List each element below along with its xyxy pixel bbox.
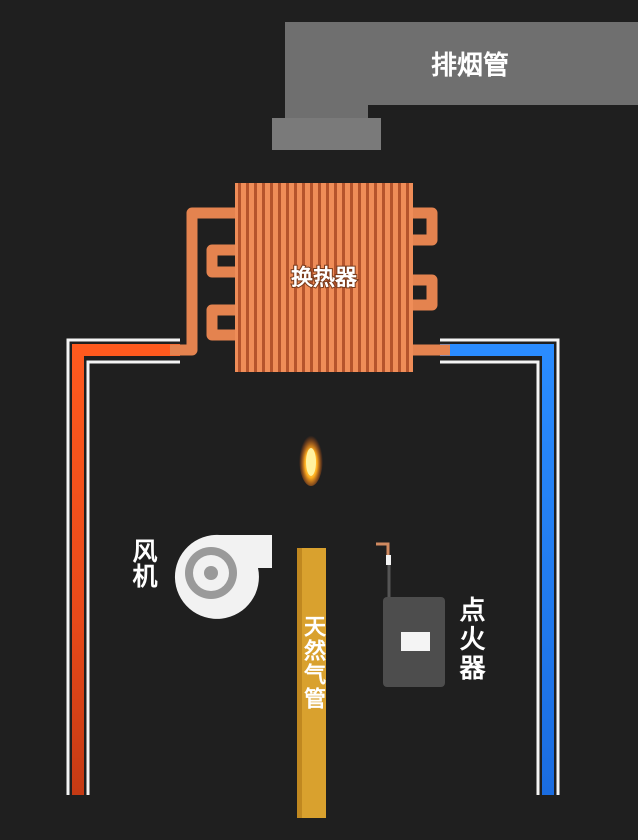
igniter-label: 点火器 bbox=[455, 596, 485, 683]
hot-water-pipe bbox=[66, 338, 180, 795]
heat-exchanger-coils bbox=[170, 207, 450, 356]
flue-pipe-label: 排烟管 bbox=[431, 51, 509, 81]
igniter bbox=[376, 542, 445, 687]
flue-collar bbox=[272, 118, 381, 150]
fan-label: 风机 bbox=[129, 538, 158, 588]
fan-icon bbox=[174, 534, 272, 619]
flue-pipe: 排烟管 bbox=[272, 22, 638, 150]
heat-exchanger: 换热器 bbox=[235, 183, 413, 372]
igniter-window bbox=[401, 632, 430, 651]
heat-exchanger-label: 换热器 bbox=[291, 265, 358, 291]
gas-pipe-label: 天然气管 bbox=[300, 615, 325, 711]
flame-icon bbox=[299, 430, 323, 486]
gas-pipe bbox=[297, 548, 326, 818]
cold-water-pipe bbox=[440, 338, 560, 795]
